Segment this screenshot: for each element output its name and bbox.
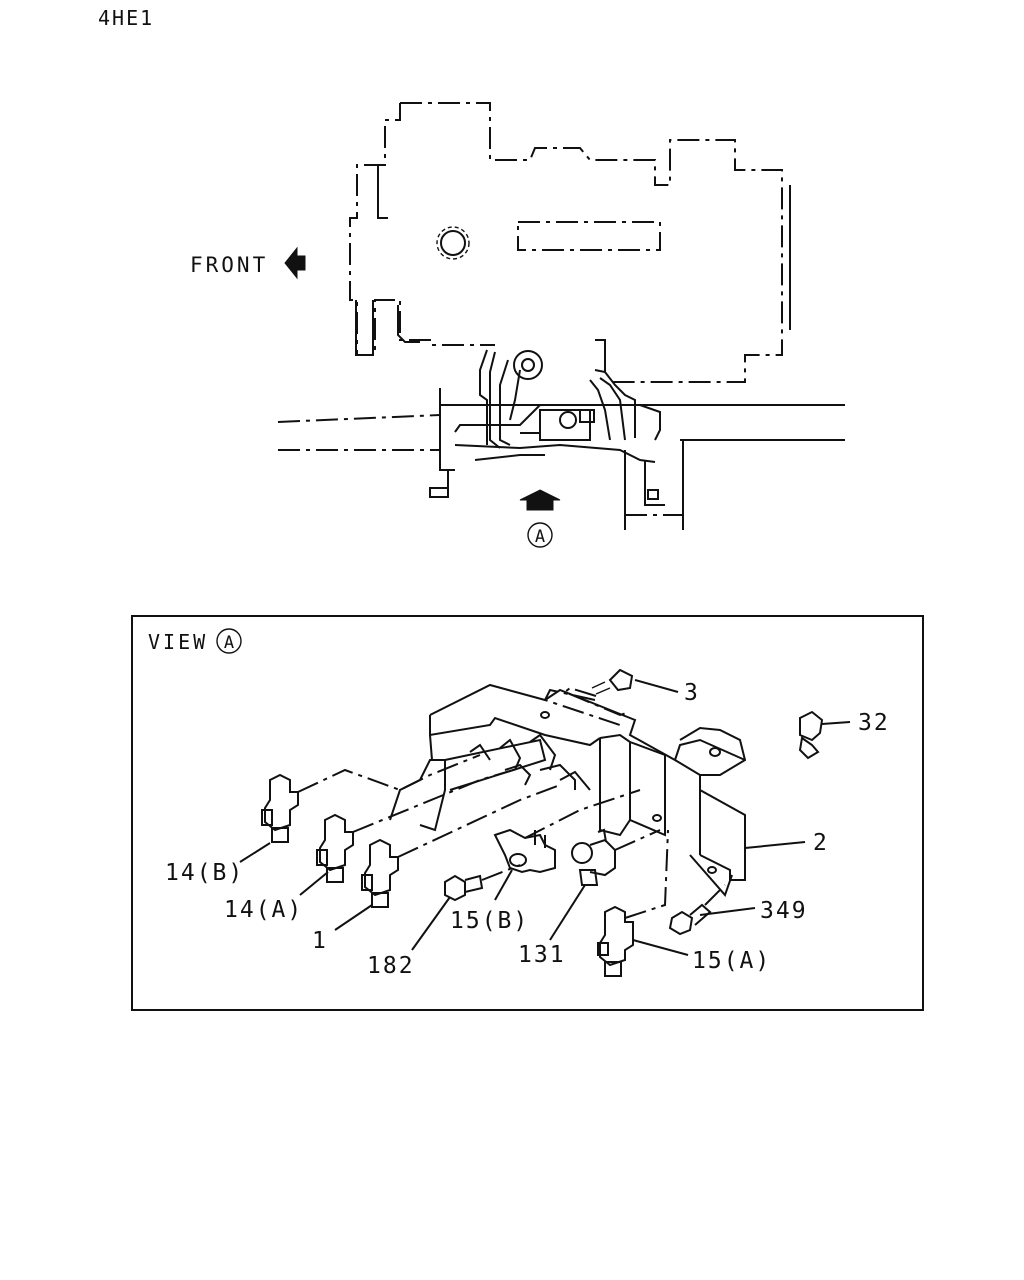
pipe-assembly [454, 339, 661, 463]
model-code: 4HE1 [98, 6, 154, 30]
view-title-marker: A [224, 633, 234, 653]
valve-131 [549, 828, 661, 941]
front-label: FRONT [190, 253, 268, 277]
callout-3: 3 [684, 680, 700, 706]
leader-2 [744, 841, 806, 849]
valve-15b [493, 789, 641, 901]
bracket-part [389, 668, 747, 897]
valve-14a [299, 767, 521, 896]
engine-outline [349, 102, 791, 383]
view-title: VIEW [148, 630, 208, 654]
callout-131: 131 [518, 942, 566, 968]
callout-15b: 15(B) [450, 908, 529, 934]
callout-349: 349 [760, 898, 808, 924]
view-a-frame [131, 615, 924, 1011]
valve-15a [597, 829, 689, 977]
view-direction-arrow-icon [519, 489, 561, 511]
callout-14b: 14(B) [165, 860, 244, 886]
view-marker-label: A [535, 527, 545, 547]
valve-1 [334, 784, 561, 931]
callout-1: 1 [312, 928, 328, 954]
view-title-marker-circle [216, 628, 242, 654]
view-marker-circle [527, 522, 553, 548]
front-arrow-icon [284, 246, 306, 280]
callout-15a: 15(A) [692, 948, 771, 974]
callout-2: 2 [813, 830, 829, 856]
callout-32: 32 [858, 710, 890, 736]
callout-14a: 14(A) [224, 897, 303, 923]
callout-182: 182 [367, 953, 415, 979]
frame-rails [277, 388, 845, 530]
bolt-182 [411, 864, 521, 951]
clip-part [798, 710, 851, 760]
bolt-349 [668, 884, 756, 936]
valve-14b [239, 754, 481, 863]
